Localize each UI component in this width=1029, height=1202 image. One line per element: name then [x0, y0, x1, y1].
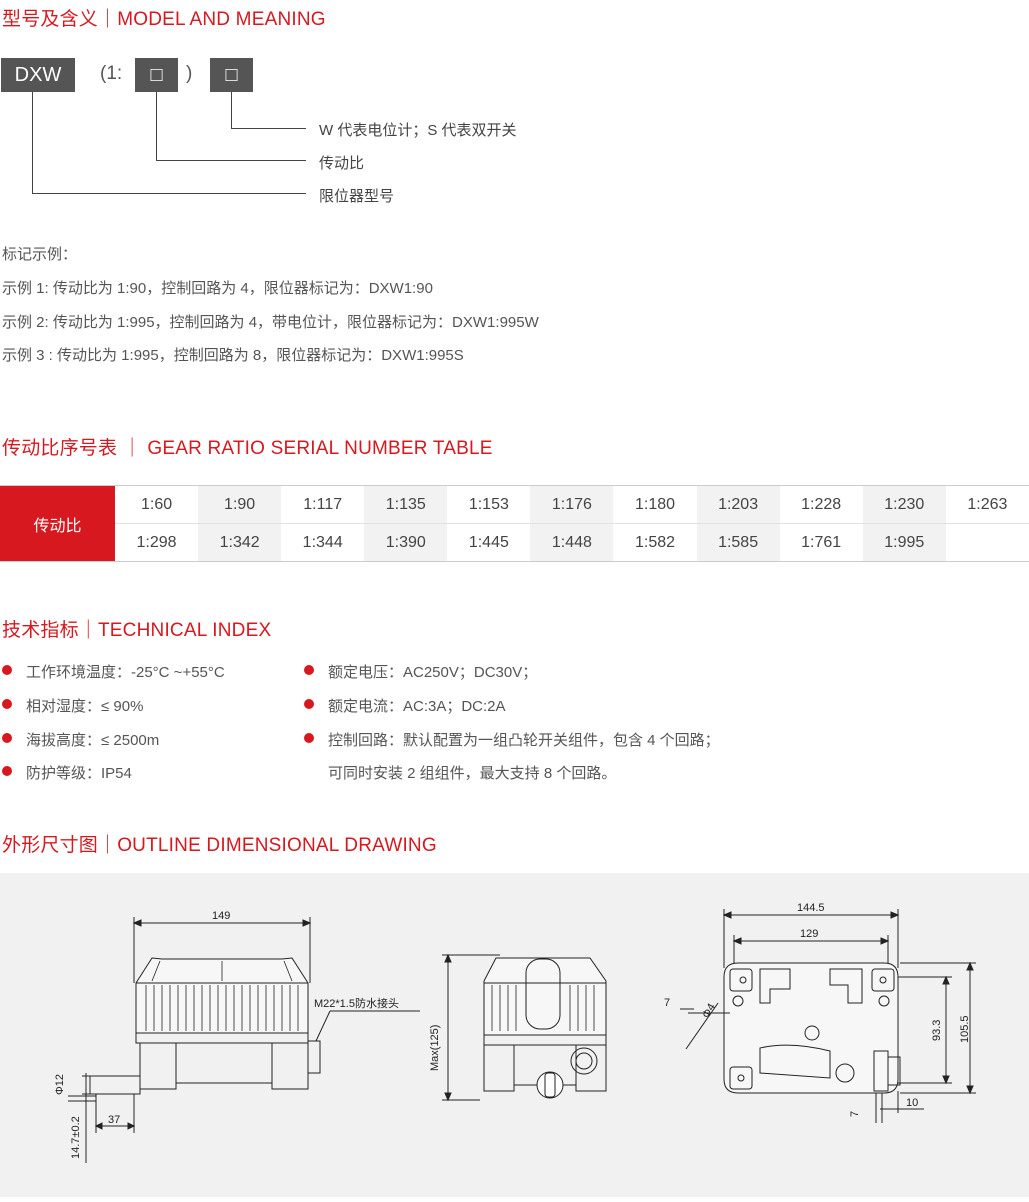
table-cell: 1:582 [613, 523, 697, 562]
bullet-icon [2, 699, 12, 709]
tech-item: 额定电流：AC:3A；DC:2A [304, 695, 506, 716]
table-cell: 1:298 [115, 523, 199, 562]
example-1: 示例 1: 传动比为 1:90，控制回路为 4，限位器标记为：DXW1:90 [2, 280, 433, 297]
option-box: □ [210, 58, 253, 92]
dim-37: 37 [108, 1114, 120, 1126]
example-2: 示例 2: 传动比为 1:995，控制回路为 4，带电位计，限位器标记为：DXW… [2, 314, 539, 331]
table-cell: 1:60 [140, 495, 173, 513]
ratio-open: (1: [100, 63, 123, 84]
connector-label: M22*1.5防水接头 [314, 996, 399, 1010]
ratio-box: □ [135, 58, 178, 92]
table-cell: 1:448 [530, 523, 614, 562]
example-3: 示例 3 : 传动比为 1:995，控制回路为 8，限位器标记为：DXW1:99… [2, 347, 464, 364]
tech-item: 工作环境温度：-25°C ~+55°C [2, 661, 225, 682]
dim-14-7: 14.7±0.2 [70, 1116, 82, 1159]
table-cell: 1:230 [862, 485, 946, 524]
bullet-icon [2, 733, 12, 743]
leader-line [156, 92, 157, 161]
tech-item: 海拔高度：≤ 2500m [2, 729, 159, 750]
leader-line [231, 92, 232, 129]
tech-item: 相对湿度：≤ 90% [2, 695, 143, 716]
outline-drawing-panel: 149 M22*1.5防水接头 Φ12 37 14.7±0.2 Max(125)… [0, 873, 1029, 1197]
table-cell: 1:995 [862, 523, 946, 562]
ratio-close: ) [186, 63, 193, 84]
tech-item: 控制回路：默认配置为一组凸轮开关组件，包含 4 个回路； [304, 729, 720, 750]
bullet-icon [304, 665, 314, 675]
dim-129: 129 [800, 928, 818, 940]
legend-model: 限位器型号 [319, 188, 395, 205]
table-row-label: 传动比 [0, 485, 115, 562]
dim-105-5: 105.5 [959, 1015, 971, 1043]
table-cell: 1:117 [303, 495, 343, 513]
dim-max125: Max(125) [429, 1025, 441, 1071]
table-cell [945, 523, 1029, 562]
table-cell: 1:90 [198, 485, 282, 524]
dim-7-bottom: 7 [849, 1111, 861, 1117]
outline-drawing: 149 M22*1.5防水接头 Φ12 37 14.7±0.2 Max(125)… [54, 902, 976, 1163]
tech-item: 防护等级：IP54 [2, 762, 132, 783]
table-cell: 1:153 [468, 495, 509, 513]
table-cell: 1:342 [198, 523, 282, 562]
gear-section-title: 传动比序号表 ｜ GEAR RATIO SERIAL NUMBER TABLE [2, 438, 493, 459]
table-cell: 1:585 [696, 523, 780, 562]
leader-line [231, 128, 306, 129]
table-row: 传动比 1:60 1:90 1:117 1:135 1:153 1:176 1:… [0, 485, 1029, 562]
table-cell: 1:135 [364, 485, 448, 524]
table-cell: 1:344 [281, 523, 365, 562]
legend-option: W 代表电位计；S 代表双开关 [319, 122, 517, 139]
table-cell: 1:203 [696, 485, 780, 524]
dim-10: 10 [906, 1097, 918, 1109]
leader-line [32, 193, 306, 194]
dim-144-5: 144.5 [797, 902, 825, 914]
table-cell: 1:761 [779, 523, 863, 562]
table-cell: 1:176 [530, 485, 614, 524]
model-section-title: 型号及含义｜MODEL AND MEANING [2, 9, 326, 30]
bullet-icon [2, 766, 12, 776]
gear-ratio-table: 传动比 1:60 1:90 1:117 1:135 1:153 1:176 1:… [0, 485, 1029, 562]
tech-item: 额定电压：AC250V；DC30V； [304, 661, 537, 682]
dim-7-left: 7 [664, 997, 670, 1009]
table-cell: 1:180 [634, 495, 676, 513]
table-cell: 1:263 [967, 495, 1008, 513]
tech-section-title: 技术指标｜TECHNICAL INDEX [2, 620, 272, 641]
legend-ratio: 传动比 [319, 155, 365, 172]
examples-heading: 标记示例： [2, 246, 78, 263]
leader-line [156, 160, 306, 161]
table-cell: 1:390 [364, 523, 448, 562]
dim-phi4: Φ4 [700, 1002, 718, 1021]
bullet-icon [304, 733, 314, 743]
table-row: 1:298 1:342 1:344 1:390 1:445 1:448 1:58… [0, 523, 1029, 562]
leader-line [32, 92, 33, 194]
table-cell: 1:228 [801, 495, 842, 513]
table-cell: 1:445 [447, 523, 531, 562]
outline-section-title: 外形尺寸图｜OUTLINE DIMENSIONAL DRAWING [2, 835, 437, 856]
model-code-box: DXW [1, 58, 75, 92]
dim-93-3: 93.3 [931, 1020, 943, 1041]
bullet-icon [304, 699, 314, 709]
dim-phi12: Φ12 [54, 1074, 66, 1095]
dim-149: 149 [212, 910, 230, 922]
tech-item-continued: 可同时安装 2 组组件，最大支持 8 个回路。 [328, 765, 617, 782]
bullet-icon [2, 665, 12, 675]
